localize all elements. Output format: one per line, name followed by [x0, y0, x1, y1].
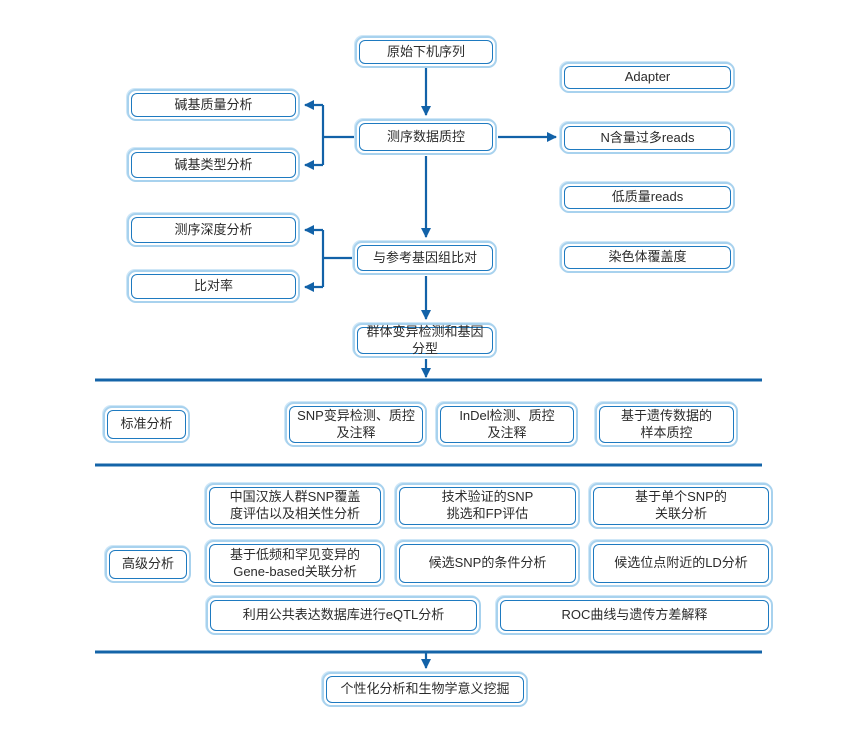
node-adapter-label: Adapter	[624, 69, 671, 85]
section-label-standard: 标准分析	[103, 406, 190, 443]
node-validated-snp-fp: 技术验证的SNP 挑选和FP评估	[395, 483, 580, 529]
node-eqtl-analysis: 利用公共表达数据库进行eQTL分析	[206, 596, 481, 635]
node-n-content-reads-label: N含量过多reads	[600, 129, 695, 145]
node-raw-sequence-label: 原始下机序列	[386, 43, 465, 59]
section-label-advanced: 高级分析	[105, 546, 191, 583]
section-label-standard-text: 标准分析	[120, 416, 173, 432]
node-gene-based-association-label: 基于低频和罕见变异的 Gene-based关联分析	[229, 546, 360, 579]
node-indel-detection-label: InDel检测、质控 及注释	[459, 407, 555, 440]
node-han-snp-coverage: 中国汉族人群SNP覆盖 度评估以及相关性分析	[205, 483, 385, 529]
node-validated-snp-fp-label: 技术验证的SNP 挑选和FP评估	[441, 489, 534, 521]
align-branch-connector	[304, 225, 353, 292]
node-sample-qc: 基于遗传数据的 样本质控	[595, 402, 738, 447]
node-sample-qc-label: 基于遗传数据的 样本质控	[620, 407, 712, 440]
node-base-type-analysis: 碱基类型分析	[127, 148, 300, 182]
node-eqtl-analysis-label: 利用公共表达数据库进行eQTL分析	[242, 607, 445, 623]
node-ld-analysis-label: 候选位点附近的LD分析	[614, 555, 748, 571]
node-ld-analysis: 候选位点附近的LD分析	[589, 540, 773, 587]
node-candidate-snp-conditional-label: 候选SNP的条件分析	[428, 555, 547, 571]
node-mapping-rate-label: 比对率	[193, 278, 233, 294]
node-gene-based-association: 基于低频和罕见变异的 Gene-based关联分析	[205, 540, 385, 587]
node-personalized-analysis-label: 个性化分析和生物学意义挖掘	[340, 681, 510, 697]
node-n-content-reads: N含量过多reads	[560, 122, 735, 154]
node-variant-genotyping: 群体变异检测和基因分型	[353, 323, 497, 358]
node-roc-variance-label: ROC曲线与遗传方差解释	[561, 607, 708, 623]
node-mapping-rate: 比对率	[127, 270, 300, 303]
node-han-snp-coverage-label: 中国汉族人群SNP覆盖 度评估以及相关性分析	[229, 489, 361, 521]
node-roc-variance: ROC曲线与遗传方差解释	[496, 596, 773, 635]
qc-branch-connector	[304, 100, 355, 170]
node-chromosome-coverage-label: 染色体覆盖度	[608, 249, 687, 265]
node-base-type-analysis-label: 碱基类型分析	[174, 156, 253, 172]
node-adapter: Adapter	[560, 62, 735, 93]
node-base-quality-analysis: 碱基质量分析	[127, 89, 300, 121]
node-snp-detection-label: SNP变异检测、质控 及注释	[297, 407, 415, 440]
node-depth-analysis-label: 测序深度分析	[174, 221, 253, 237]
node-low-quality-reads-label: 低质量reads	[611, 189, 684, 205]
node-reference-alignment: 与参考基因组比对	[353, 241, 497, 275]
node-personalized-analysis: 个性化分析和生物学意义挖掘	[322, 672, 528, 707]
node-snp-detection: SNP变异检测、质控 及注释	[285, 402, 427, 447]
node-indel-detection: InDel检测、质控 及注释	[436, 402, 578, 447]
node-candidate-snp-conditional: 候选SNP的条件分析	[395, 540, 580, 587]
node-single-snp-association-label: 基于单个SNP的 关联分析	[635, 489, 727, 521]
section-dividers	[95, 378, 762, 654]
node-base-quality-analysis-label: 碱基质量分析	[174, 96, 253, 112]
node-sequencing-qc: 测序数据质控	[355, 119, 497, 155]
node-chromosome-coverage: 染色体覆盖度	[560, 242, 735, 273]
node-single-snp-association: 基于单个SNP的 关联分析	[589, 483, 773, 529]
section-label-advanced-text: 高级分析	[121, 556, 174, 572]
node-depth-analysis: 测序深度分析	[127, 213, 300, 247]
node-low-quality-reads: 低质量reads	[560, 182, 735, 213]
node-reference-alignment-label: 与参考基因组比对	[372, 249, 477, 265]
node-sequencing-qc-label: 测序数据质控	[386, 128, 465, 144]
node-variant-genotyping-label: 群体变异检测和基因分型	[366, 323, 484, 356]
node-raw-sequence: 原始下机序列	[355, 36, 497, 68]
